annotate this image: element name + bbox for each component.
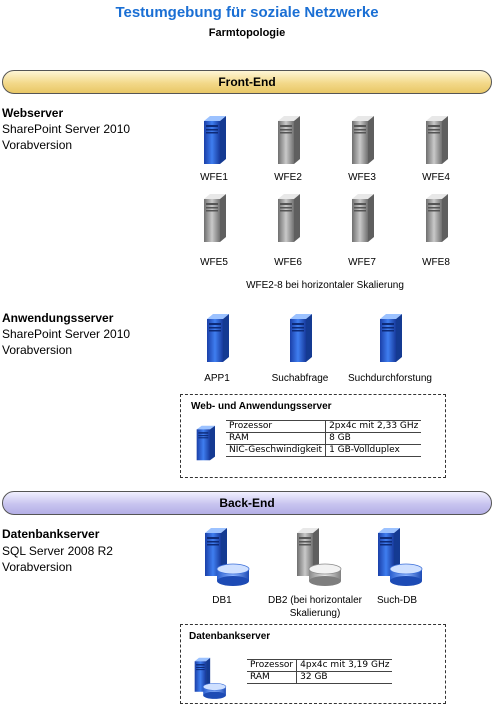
spec-key: RAM — [247, 671, 297, 684]
node-label-wfe1: WFE1 — [200, 172, 228, 183]
appserver-product: SharePoint Server 2010 — [2, 327, 131, 341]
server-icon — [205, 313, 229, 363]
server-icon — [195, 425, 215, 461]
node-label-wfe8: WFE8 — [422, 257, 450, 268]
front-end-band: Front-End — [2, 70, 492, 94]
table-row: RAM 8 GB — [226, 432, 422, 445]
spec-key: Prozessor — [226, 420, 326, 433]
page-title: Testumgebung für soziale Netzwerke — [115, 4, 379, 21]
webserver-product: SharePoint Server 2010 — [2, 122, 131, 136]
node-label-wfe6: WFE6 — [274, 257, 302, 268]
appserver-section-title: Anwendungsserver — [2, 311, 114, 325]
database-server-icon — [295, 527, 345, 589]
node-label-app1: APP1 — [204, 373, 230, 384]
dbserver-product: SQL Server 2008 R2 — [2, 544, 113, 558]
node-label-suchabfrage: Suchabfrage — [271, 373, 329, 384]
node-label-db1: DB1 — [212, 595, 232, 606]
server-icon — [378, 313, 402, 363]
page-subtitle: Farmtopologie — [208, 27, 286, 39]
spec-key: RAM — [226, 432, 326, 445]
database-server-icon — [376, 527, 426, 589]
db-spec-table: Prozessor 4px4c mit 3,19 GHz RAM 32 GB — [247, 659, 393, 684]
table-row: NIC-Geschwindigkeit 1 GB-Vollduplex — [226, 444, 422, 457]
web-app-spec-table: Prozessor 2px4c mit 2,33 GHz RAM 8 GB NI… — [226, 420, 422, 457]
server-icon — [350, 193, 374, 243]
wfe-scaling-note: WFE2-8 bei horizontaler Skalierung — [246, 280, 404, 291]
node-label-wfe2: WFE2 — [274, 172, 302, 183]
table-row: RAM 32 GB — [247, 671, 393, 684]
node-label-suchdurchforstung: Suchdurchforstung — [348, 373, 432, 384]
server-icon — [276, 115, 300, 165]
table-row: Prozessor 4px4c mit 3,19 GHz — [247, 659, 393, 672]
node-label-db2: DB2 (bei horizontaler Skalierung) — [268, 595, 362, 619]
appserver-version: Vorabversion — [2, 343, 73, 357]
node-label-such-db: Such-DB — [376, 595, 417, 606]
spec-value: 4px4c mit 3,19 GHz — [296, 659, 393, 672]
spec-key: Prozessor — [247, 659, 297, 672]
server-icon — [424, 193, 448, 243]
database-server-icon — [191, 657, 231, 701]
web-app-spec-box: Web- und Anwendungsserver Prozessor 2px4… — [180, 394, 446, 478]
db-spec-box: Datenbankserver Prozessor 4px4c mit 3,19… — [180, 624, 446, 704]
dbserver-version: Vorabversion — [2, 560, 73, 574]
server-icon — [202, 115, 226, 165]
webserver-section-title: Webserver — [2, 106, 64, 120]
server-icon — [202, 193, 226, 243]
database-server-icon — [203, 527, 253, 589]
node-label-wfe5: WFE5 — [200, 257, 228, 268]
spec-value: 8 GB — [325, 432, 422, 445]
webserver-version: Vorabversion — [2, 138, 73, 152]
spec-value: 32 GB — [296, 671, 393, 684]
spec-key: NIC-Geschwindigkeit — [226, 444, 326, 457]
node-label-wfe4: WFE4 — [422, 172, 450, 183]
spec-value: 1 GB-Vollduplex — [325, 444, 422, 457]
back-end-band: Back-End — [2, 491, 492, 515]
server-icon — [350, 115, 374, 165]
server-icon — [424, 115, 448, 165]
table-row: Prozessor 2px4c mit 2,33 GHz — [226, 420, 422, 433]
spec-value: 2px4c mit 2,33 GHz — [325, 420, 422, 433]
dbserver-section-title: Datenbankserver — [2, 527, 100, 541]
node-label-wfe7: WFE7 — [348, 257, 376, 268]
node-label-wfe3: WFE3 — [348, 172, 376, 183]
db-spec-title: Datenbankserver — [189, 631, 271, 642]
web-app-spec-title: Web- und Anwendungsserver — [191, 401, 332, 412]
server-icon — [288, 313, 312, 363]
server-icon — [276, 193, 300, 243]
